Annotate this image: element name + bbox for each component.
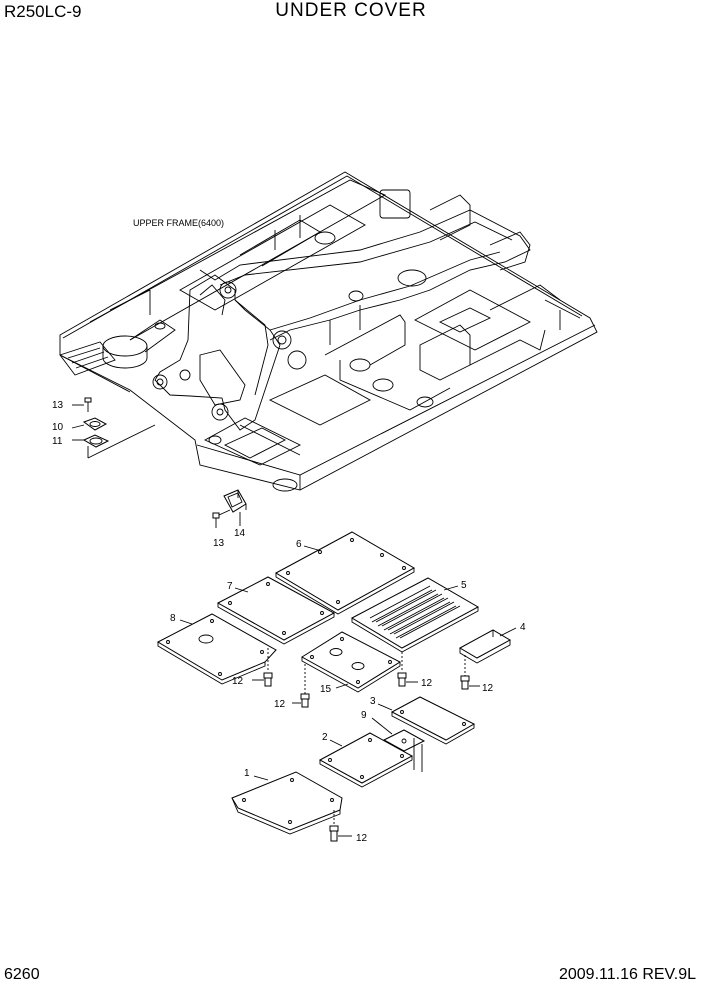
callout-13-lower: 13 <box>213 538 225 549</box>
callout-9: 9 <box>361 710 367 721</box>
cover-5-grille <box>350 577 480 653</box>
model-label: R250LC-9 <box>4 2 82 21</box>
cover-1 <box>231 771 343 835</box>
callout-15: 15 <box>320 684 332 695</box>
cover-4-bracket <box>458 629 512 664</box>
callout-1: 1 <box>244 768 250 779</box>
callout-14: 14 <box>234 528 246 539</box>
callout-4: 4 <box>520 622 526 633</box>
callout-3: 3 <box>370 696 376 707</box>
callout-12-b: 12 <box>274 699 286 710</box>
bolts-12 <box>252 648 480 842</box>
bracket-14-assembly <box>212 489 247 528</box>
callout-12-a: 12 <box>232 676 244 687</box>
cover-3 <box>390 696 476 745</box>
callout-11: 11 <box>52 436 63 447</box>
callout-12-c: 12 <box>421 678 433 689</box>
flange-assembly <box>71 397 156 459</box>
cover-6 <box>274 531 416 615</box>
revision-date: 2009.11.16 REV.9L <box>558 966 696 983</box>
callout-8: 8 <box>170 613 176 624</box>
cover-15 <box>301 631 402 693</box>
callout-7: 7 <box>227 581 233 592</box>
upper-frame-drawing <box>59 171 598 492</box>
callout-13-upper: 13 <box>52 400 64 411</box>
cover-8 <box>156 613 277 685</box>
cover-7 <box>216 576 336 645</box>
callout-12-d: 12 <box>482 683 494 694</box>
page-number: 6260 <box>4 966 40 983</box>
callout-6: 6 <box>296 539 302 550</box>
upper-frame-label: UPPER FRAME(6400) <box>133 218 224 228</box>
callout-2: 2 <box>322 732 328 743</box>
callout-12-e: 12 <box>356 833 368 844</box>
callout-10: 10 <box>52 422 64 433</box>
cover-2 <box>318 732 414 788</box>
page-title: UNDER COVER <box>275 0 427 21</box>
callout-5: 5 <box>461 580 467 591</box>
